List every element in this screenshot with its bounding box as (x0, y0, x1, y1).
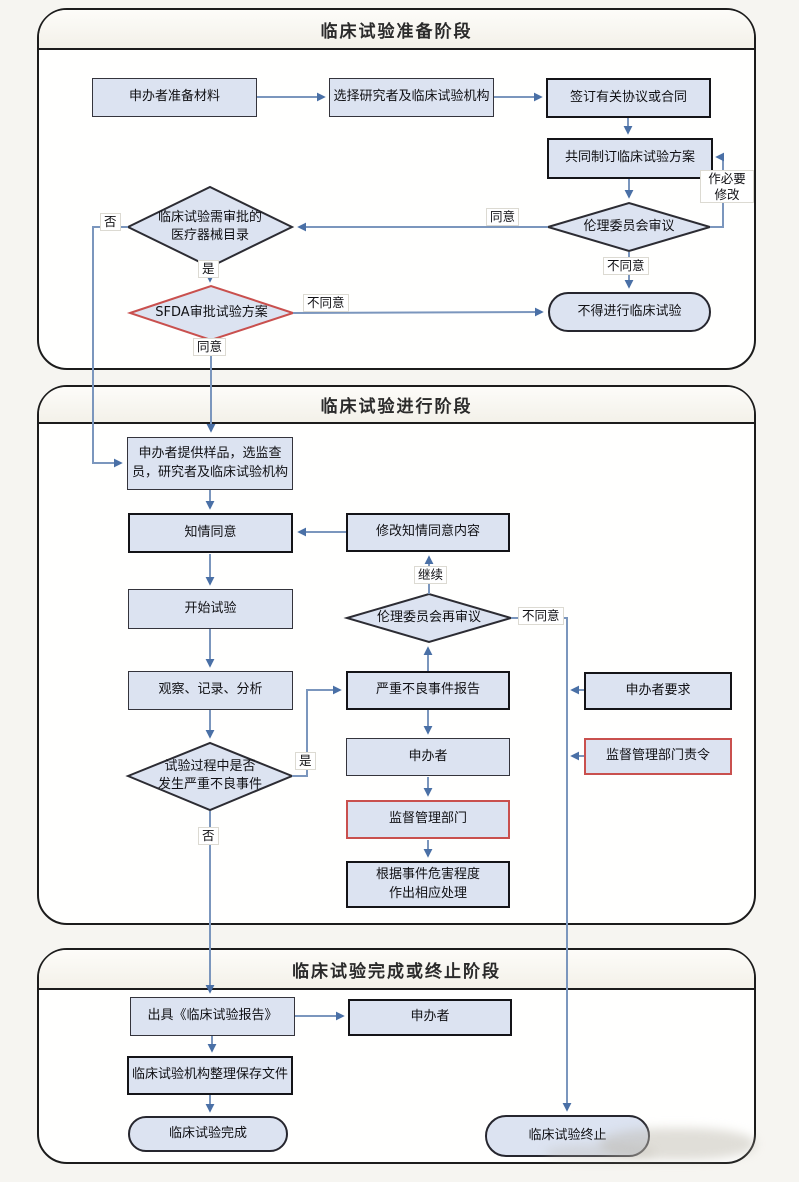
node-device-catalog: 临床试验需审批的 医疗器械目录 (157, 210, 262, 243)
node-modify-consent: 修改知情同意内容 (346, 513, 510, 552)
node-sponsor-final: 申办者 (348, 999, 512, 1036)
edge-label-continue: 继续 (414, 566, 448, 584)
edge-label-disagree-2: 不同意 (303, 294, 349, 312)
node-sign-contract: 签订有关协议或合同 (546, 78, 711, 118)
node-ethics-rereview: 伦理委员会再审议 (376, 610, 481, 626)
node-sponsor-prepare: 申办者准备材料 (92, 78, 257, 117)
node-issue-report: 出具《临床试验报告》 (130, 997, 295, 1036)
node-regulator-order: 监督管理部门责令 (584, 738, 732, 775)
node-ethics-review: 伦理委员会审议 (583, 219, 675, 235)
node-provide-samples: 申办者提供样品，选监查 员，研究者及临床试验机构 (127, 437, 293, 490)
node-sae-question: 试验过程中是否 发生严重不良事件 (157, 759, 262, 792)
watermark-smudge (600, 1128, 755, 1160)
edge-label-disagree-1: 不同意 (603, 257, 649, 275)
node-handle-event: 根据事件危害程度 作出相应处理 (346, 861, 510, 908)
edge-label-agree-1: 同意 (486, 208, 520, 226)
node-trial-complete: 临床试验完成 (128, 1116, 288, 1152)
node-observe-record: 观察、记录、分析 (128, 671, 293, 710)
edge-label-disagree-3: 不同意 (518, 607, 564, 625)
section-title-preparation: 临床试验准备阶段 (39, 10, 754, 50)
edge-label-yes-2: 是 (295, 752, 316, 770)
edge-label-agree-2: 同意 (193, 338, 227, 356)
node-trial-terminate: 临床试验终止 (485, 1115, 650, 1157)
node-regulator: 监督管理部门 (346, 800, 510, 839)
edge-label-no-1: 否 (100, 213, 121, 231)
edge-label-yes-1: 是 (198, 260, 219, 278)
node-sponsor-mid: 申办者 (346, 738, 510, 776)
node-select-org: 选择研究者及临床试验机构 (329, 78, 494, 117)
section-title-completion: 临床试验完成或终止阶段 (39, 950, 754, 990)
node-sae-report: 严重不良事件报告 (346, 671, 510, 710)
node-draft-protocol: 共同制订临床试验方案 (547, 138, 713, 179)
edge-label-make-modifications: 作必要 修改 (700, 170, 754, 204)
watermark-smudge-small (545, 1145, 655, 1161)
section-title-conduct: 临床试验进行阶段 (39, 387, 754, 424)
edge-label-no-2: 否 (198, 827, 219, 845)
node-informed-consent: 知情同意 (128, 513, 293, 553)
node-archive-files: 临床试验机构整理保存文件 (127, 1056, 293, 1095)
node-sponsor-request: 申办者要求 (584, 672, 732, 710)
node-no-trial: 不得进行临床试验 (548, 292, 711, 332)
node-sfda-approval: SFDA审批试验方案 (155, 305, 268, 321)
node-start-trial: 开始试验 (128, 589, 293, 629)
